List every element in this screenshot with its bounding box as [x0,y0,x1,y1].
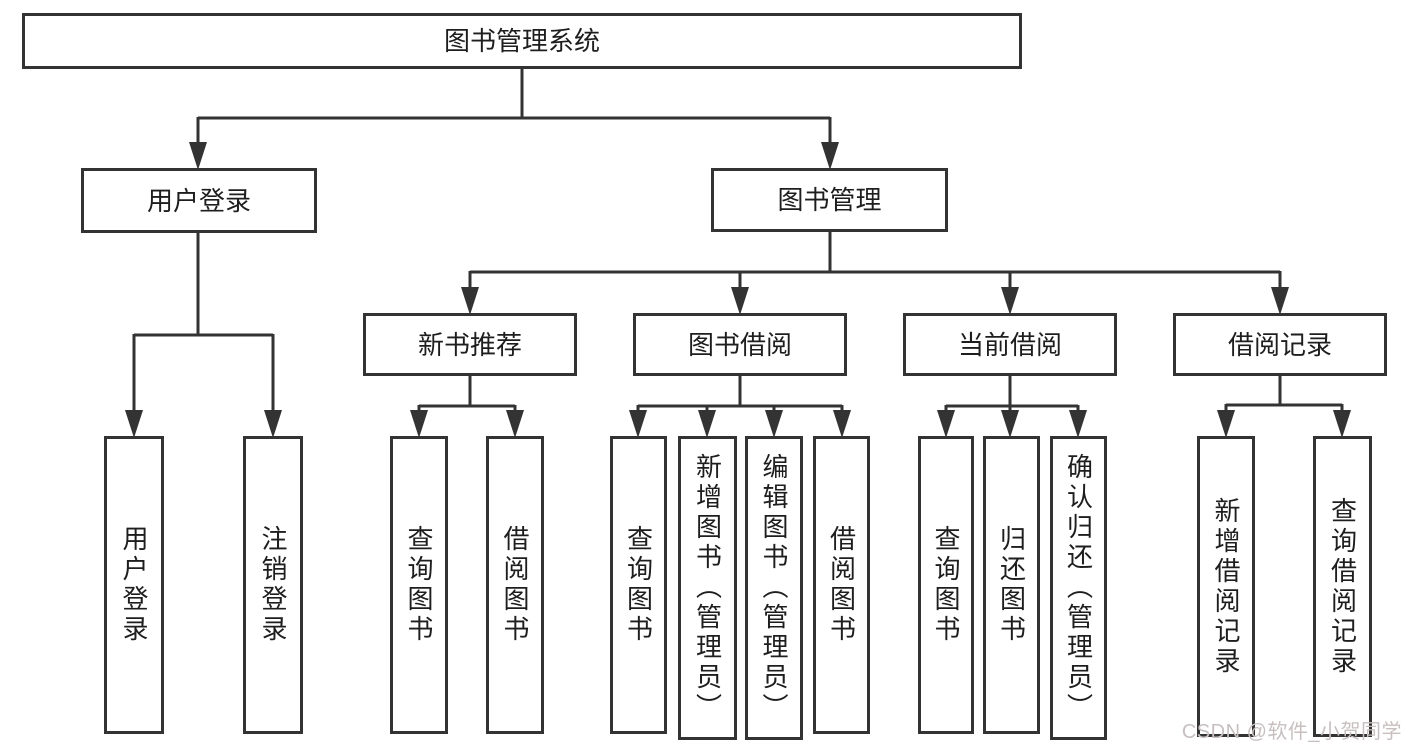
node-new-book-recommend: 新书推荐 [363,313,577,376]
node-user-login: 用户登录 [81,168,317,233]
leaf-logout-label: 注销登录 [258,525,288,645]
node-user-login-label: 用户登录 [146,185,251,216]
leaf-query-books-borrow: 查询图书 [610,436,667,734]
leaf-query-books-current-label: 查询图书 [931,525,961,645]
leaf-borrow-books-recommend: 借阅图书 [486,436,544,734]
leaf-confirm-return-admin-label: 确认归还（管理员） [1063,453,1094,723]
node-current-borrow: 当前借阅 [903,313,1117,376]
node-book-borrow: 图书借阅 [633,313,847,376]
leaf-edit-book-admin-label: 编辑图书（管理员） [759,453,789,723]
leaf-query-borrow-record-label: 查询借阅记录 [1327,496,1358,677]
watermark-text: CSDN @软件_小贺同学 [1181,721,1402,743]
node-book-management-label: 图书管理 [777,185,882,215]
leaf-return-book-label: 归还图书 [996,525,1027,645]
node-root: 图书管理系统 [22,13,1022,69]
node-new-book-recommend-label: 新书推荐 [417,329,522,360]
leaf-confirm-return-admin: 确认归还（管理员） [1050,436,1107,740]
leaf-logout: 注销登录 [243,436,303,734]
leaf-add-book-admin: 新增图书（管理员） [678,436,737,740]
leaf-user-login: 用户登录 [104,436,164,734]
leaf-user-login-label: 用户登录 [119,525,149,645]
leaf-borrow-books-recommend-label: 借阅图书 [500,525,530,645]
leaf-query-borrow-record: 查询借阅记录 [1313,436,1372,737]
leaf-query-books-recommend: 查询图书 [390,436,448,734]
node-borrow-records-label: 借阅记录 [1227,329,1332,360]
leaf-borrow-books-label: 借阅图书 [826,525,857,645]
leaf-return-book: 归还图书 [983,436,1040,734]
node-root-label: 图书管理系统 [443,26,600,56]
leaf-query-books-borrow-label: 查询图书 [623,525,654,645]
leaf-add-borrow-record-label: 新增借阅记录 [1211,496,1241,677]
leaf-add-borrow-record: 新增借阅记录 [1197,436,1255,737]
node-borrow-records: 借阅记录 [1173,313,1387,376]
leaf-add-book-admin-label: 新增图书（管理员） [692,453,723,723]
leaf-borrow-books: 借阅图书 [813,436,870,734]
node-book-borrow-label: 图书借阅 [687,329,792,360]
leaf-query-books-current: 查询图书 [918,436,974,734]
node-current-borrow-label: 当前借阅 [957,329,1062,360]
node-book-management: 图书管理 [711,168,948,232]
leaf-edit-book-admin: 编辑图书（管理员） [745,436,803,740]
leaf-query-books-recommend-label: 查询图书 [404,525,434,645]
